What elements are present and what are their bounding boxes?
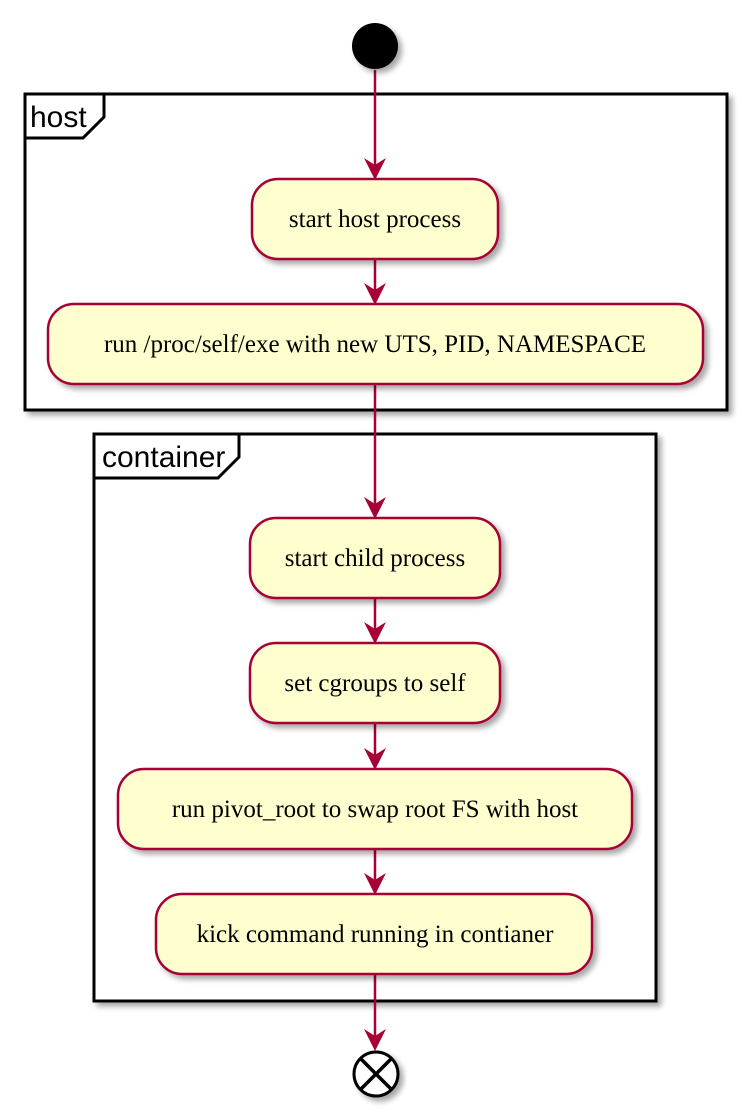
activity-set-cgroups: set cgroups to self [248, 641, 502, 725]
partition-container-label: container [102, 441, 225, 474]
activity-label: run /proc/self/exe with new UTS, PID, NA… [104, 331, 646, 358]
activity-label: kick command running in contianer [197, 921, 555, 948]
start-node [352, 23, 398, 69]
activity-run-pivot-root: run pivot_root to swap root FS with host [116, 767, 634, 851]
partition-host-label: host [30, 101, 87, 134]
activity-label: run pivot_root to swap root FS with host [172, 796, 578, 823]
activity-label: start host process [289, 206, 461, 233]
activity-start-child-process: start child process [248, 516, 502, 600]
activity-run-proc-self-exe: run /proc/self/exe with new UTS, PID, NA… [46, 302, 705, 386]
activity-start-host-process: start host process [250, 177, 500, 261]
activity-label: start child process [285, 545, 466, 572]
activity-label: set cgroups to self [284, 670, 466, 697]
connectors [364, 70, 386, 1051]
activity-kick-command: kick command running in contianer [154, 892, 594, 976]
end-node [352, 1050, 400, 1098]
